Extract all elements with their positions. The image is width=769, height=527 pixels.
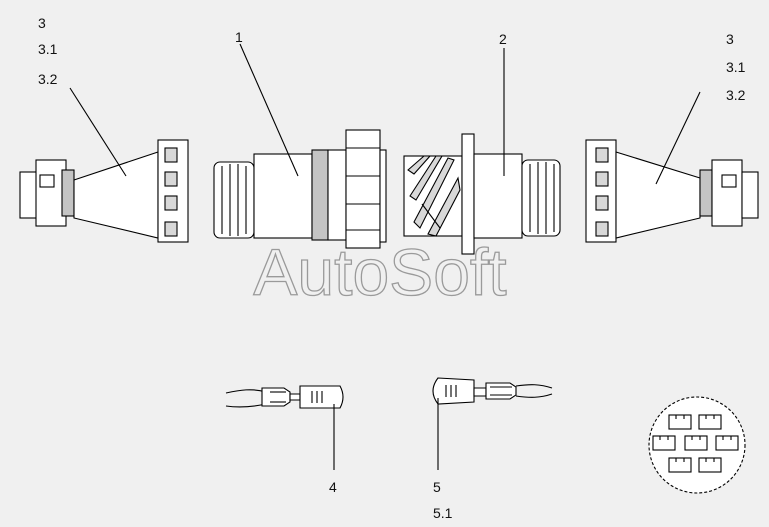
callout-part-2: 2	[499, 31, 507, 47]
callout-pin-4: 4	[329, 479, 337, 495]
connector-face-view	[648, 396, 746, 494]
left-cable-boot	[19, 139, 189, 243]
leader-lines	[69, 43, 701, 470]
connector-housing-2	[403, 133, 561, 255]
autosoft-watermark: AutoSoft	[253, 235, 506, 309]
callout-left-3: 3	[38, 15, 46, 31]
socket-contact	[432, 377, 553, 405]
callout-socket-5-1: 5.1	[433, 505, 453, 521]
callout-left-3-1: 3.1	[38, 41, 58, 57]
callout-right-3: 3	[726, 31, 734, 47]
callout-part-1: 1	[235, 29, 243, 45]
right-cable-boot	[585, 139, 759, 243]
callout-right-3-1: 3.1	[726, 59, 746, 75]
callout-socket-5: 5	[433, 479, 441, 495]
callout-left-3-2: 3.2	[38, 71, 58, 87]
callout-right-3-2: 3.2	[726, 87, 746, 103]
pin-contact	[225, 385, 344, 409]
connector-housing-1	[213, 129, 387, 249]
